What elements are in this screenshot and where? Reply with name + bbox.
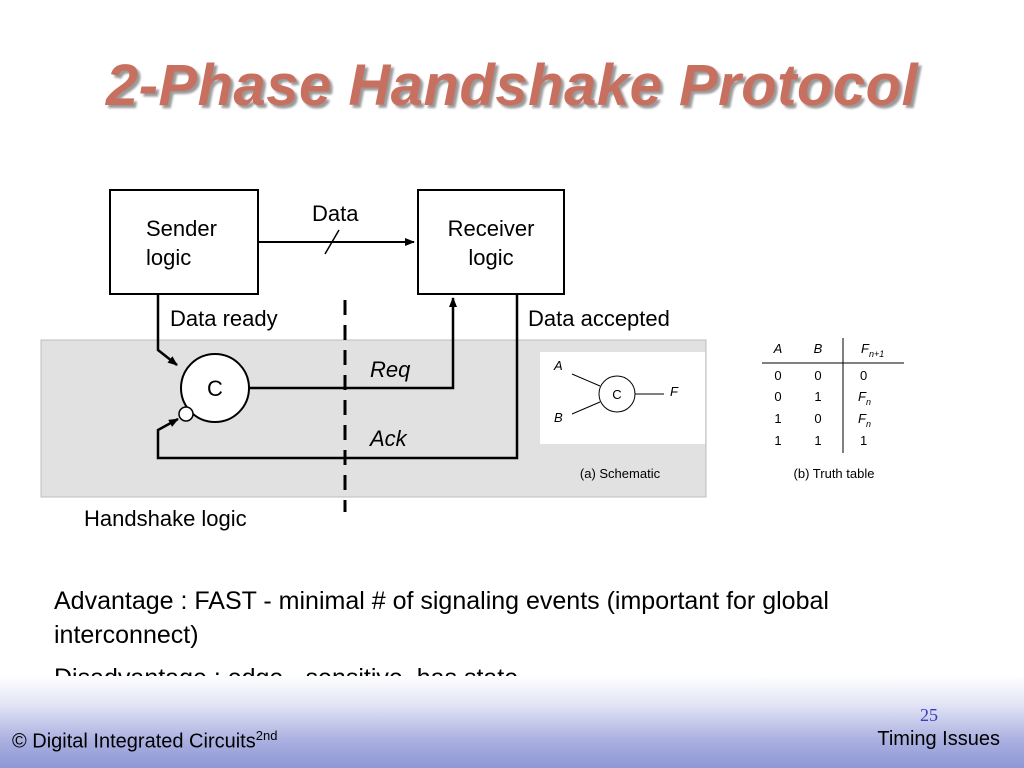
truth-table-cell: 0 bbox=[774, 389, 781, 404]
truth-table-cell: 0 bbox=[774, 368, 781, 383]
handshake-logic-label: Handshake logic bbox=[84, 506, 247, 531]
schematic-input-a: A bbox=[553, 358, 563, 373]
footer-copyright: © Digital Integrated Circuits2nd bbox=[12, 728, 277, 754]
truth-table-header-b: B bbox=[814, 341, 823, 356]
schematic-gate-label: C bbox=[612, 387, 621, 402]
truth-table-cell: Fn bbox=[858, 411, 871, 429]
ack-wire bbox=[156, 294, 519, 460]
advantage-bullet: Advantage : FAST - minimal # of signalin… bbox=[54, 587, 829, 649]
sender-logic-box bbox=[109, 189, 259, 295]
footer-edition: 2nd bbox=[255, 728, 278, 743]
sender-label-line2: logic bbox=[146, 245, 191, 270]
truth-table-cell: 0 bbox=[860, 368, 867, 383]
slide-title: 2-Phase Handshake Protocol bbox=[105, 53, 919, 118]
footer-section-title: Timing Issues bbox=[877, 728, 1000, 750]
truth-table-cell: Fn bbox=[858, 389, 871, 407]
footer-copyright-text: © Digital Integrated Circuits bbox=[12, 730, 256, 753]
schematic-wire-a bbox=[571, 373, 601, 387]
data-ready-wire bbox=[156, 294, 178, 366]
truth-table-cell: 1 bbox=[814, 433, 821, 448]
footer-band bbox=[0, 676, 1024, 768]
truth-table-caption: (b) Truth table bbox=[794, 466, 875, 481]
schematic-wire-b bbox=[571, 401, 601, 415]
schematic-caption: (a) Schematic bbox=[580, 466, 661, 481]
data-bus-slash bbox=[324, 229, 340, 255]
data-label: Data bbox=[312, 201, 359, 226]
schematic-output-f: F bbox=[670, 384, 679, 399]
truth-table: A B Fn+1 0 0 0 0 1 Fn 1 0 Fn 1 1 1 bbox=[762, 338, 904, 453]
truth-table-header-a: A bbox=[773, 341, 783, 356]
truth-table-cell: 1 bbox=[860, 433, 867, 448]
page-number: 25 bbox=[920, 705, 938, 725]
schematic-input-b: B bbox=[554, 410, 563, 425]
receiver-label-line1: Receiver bbox=[448, 216, 535, 241]
ack-label: Ack bbox=[368, 426, 408, 451]
inverter-bubble bbox=[178, 406, 194, 422]
sender-label-line1: Sender bbox=[146, 216, 217, 241]
truth-table-header-f: Fn+1 bbox=[861, 341, 884, 359]
req-wire bbox=[249, 297, 457, 390]
truth-table-cell: 0 bbox=[814, 411, 821, 426]
truth-table-cell: 1 bbox=[814, 389, 821, 404]
data-ready-label: Data ready bbox=[170, 306, 278, 331]
receiver-label-line2: logic bbox=[468, 245, 513, 270]
truth-table-cell: 0 bbox=[814, 368, 821, 383]
c-element-label: C bbox=[207, 376, 223, 401]
data-accepted-label: Data accepted bbox=[528, 306, 670, 331]
truth-table-cell: 1 bbox=[774, 411, 781, 426]
handshake-diagram: Sender logic Receiver logic Data Data re… bbox=[40, 189, 904, 531]
req-label: Req bbox=[370, 357, 411, 382]
receiver-logic-box bbox=[417, 189, 565, 295]
truth-table-cell: 1 bbox=[774, 433, 781, 448]
